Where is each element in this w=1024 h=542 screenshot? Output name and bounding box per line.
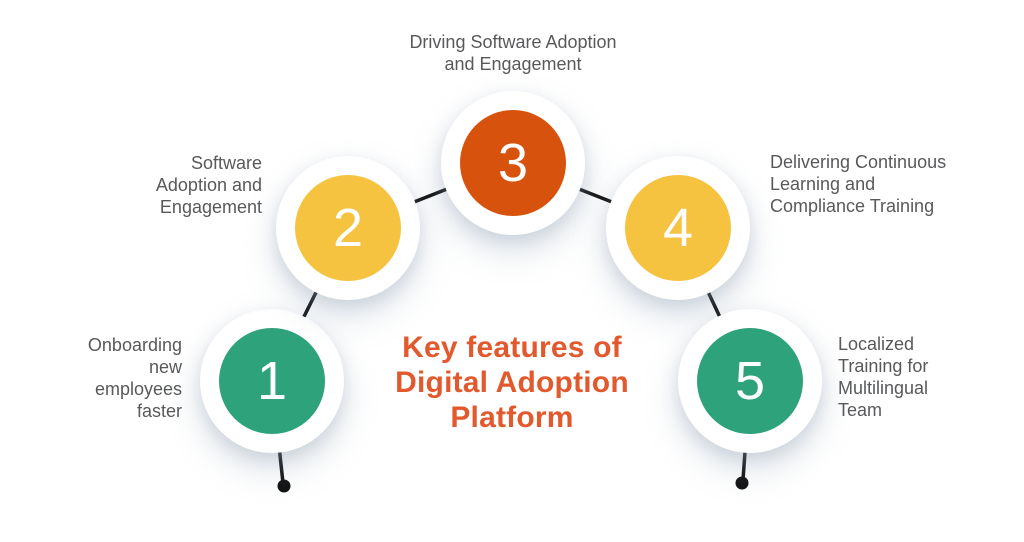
step-number-4: 4 [662, 198, 694, 258]
tail-dot-1 [277, 479, 291, 493]
step-node-2: 2 [276, 156, 420, 300]
step-circle-1: 1 [219, 328, 325, 434]
step-ring-3: 3 [441, 91, 585, 235]
step-node-5: 5 [678, 309, 822, 453]
step-number-3: 3 [497, 133, 529, 193]
step-ring-4: 4 [606, 156, 750, 300]
step-label-3: Driving Software Adoption and Engagement [409, 32, 617, 74]
step-label-1: Onboarding new employees faster [87, 335, 182, 421]
step-label-2: Software Adoption and Engagement [155, 153, 262, 217]
tail-dot-5 [735, 476, 749, 490]
step-ring-5: 5 [678, 309, 822, 453]
step-circle-5: 5 [697, 328, 803, 434]
step-label-4: Delivering Continuous Learning and Compl… [770, 152, 947, 216]
step-node-1: 1 [200, 309, 344, 453]
step-label-5: Localized Training for Multilingual Team [838, 334, 929, 420]
step-ring-1: 1 [200, 309, 344, 453]
step-node-4: 4 [606, 156, 750, 300]
step-number-5: 5 [734, 351, 766, 411]
step-circle-2: 2 [295, 175, 401, 281]
step-number-1: 1 [256, 351, 288, 411]
step-circle-4: 4 [625, 175, 731, 281]
step-ring-2: 2 [276, 156, 420, 300]
step-number-2: 2 [332, 198, 364, 258]
step-circle-3: 3 [460, 110, 566, 216]
page-title: Key features of Digital Adoption Platfor… [395, 331, 629, 434]
step-node-3: 3 [441, 91, 585, 235]
